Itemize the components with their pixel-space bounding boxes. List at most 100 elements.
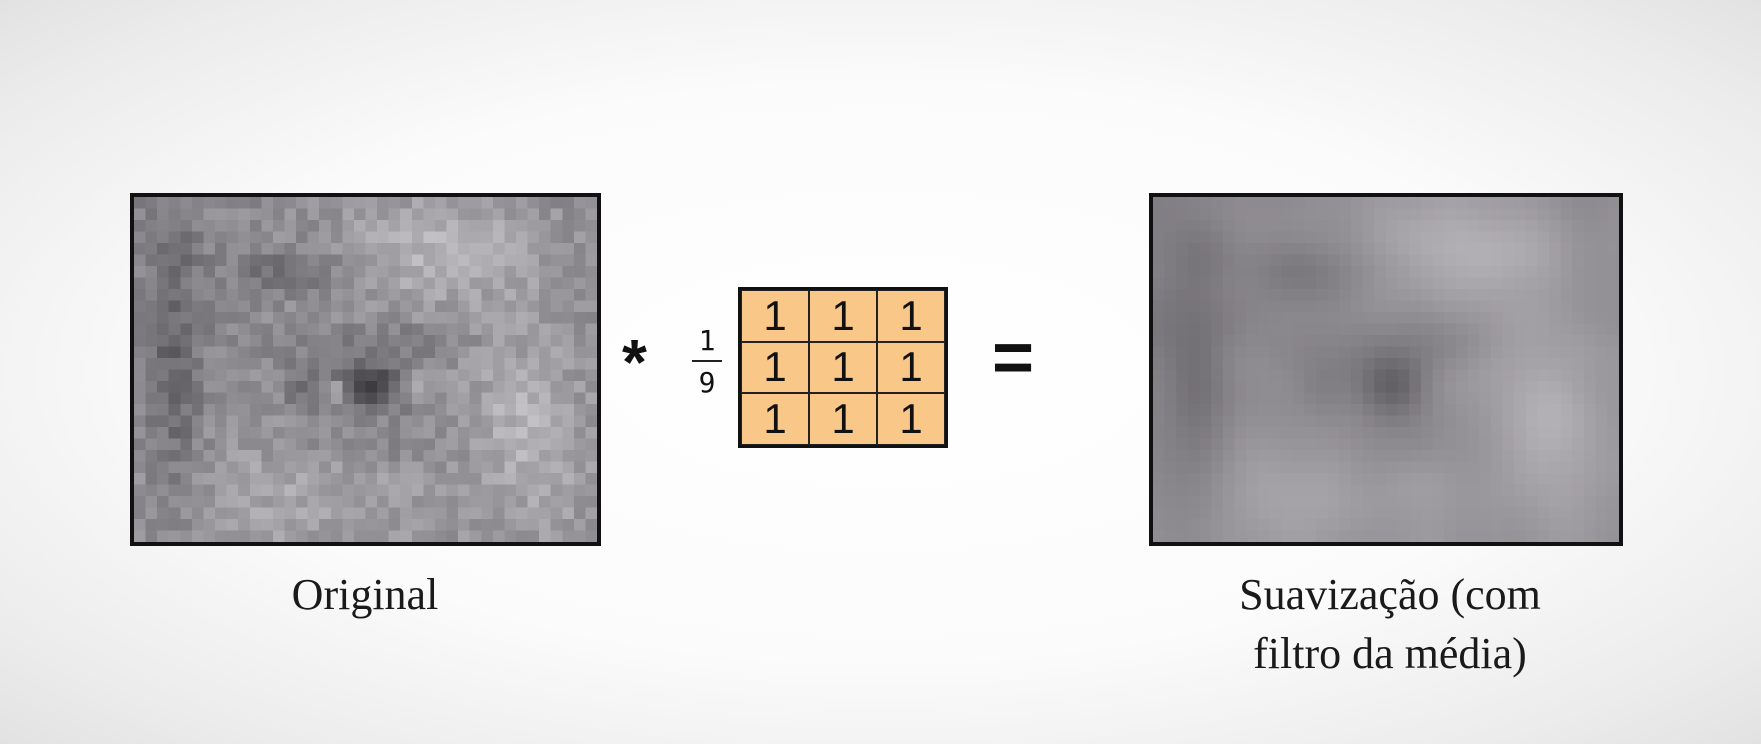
image-pixel (550, 277, 563, 290)
image-pixel (400, 461, 413, 474)
image-pixel (1560, 473, 1573, 486)
image-pixel (1467, 231, 1480, 244)
image-pixel (307, 461, 320, 474)
image-pixel (1502, 381, 1515, 394)
image-pixel (307, 496, 320, 508)
image-pixel (1409, 277, 1422, 290)
image-pixel (342, 496, 355, 508)
image-pixel (1397, 289, 1410, 302)
image-pixel (550, 507, 563, 520)
image-pixel (1409, 450, 1422, 463)
image-pixel (1269, 277, 1282, 290)
image-pixel (215, 369, 227, 382)
image-pixel (1549, 312, 1562, 325)
image-pixel (527, 254, 540, 267)
image-pixel (1572, 369, 1585, 382)
image-pixel (1560, 335, 1573, 348)
image-pixel (1397, 358, 1410, 371)
image-pixel (1444, 415, 1457, 428)
image-pixel (307, 369, 320, 382)
image-pixel (272, 496, 285, 508)
image-pixel (1467, 323, 1480, 336)
image-pixel (330, 358, 343, 370)
image-pixel (573, 266, 586, 278)
image-pixel (400, 300, 413, 313)
image-pixel (1362, 300, 1375, 313)
image-pixel (1339, 450, 1352, 463)
image-pixel (1455, 208, 1469, 221)
image-pixel (539, 312, 551, 324)
image-pixel (191, 484, 204, 497)
image-pixel (1467, 289, 1480, 302)
image-pixel (284, 231, 297, 244)
image-pixel (1584, 277, 1597, 290)
image-pixel (1199, 277, 1212, 290)
image-pixel (388, 450, 401, 462)
image-pixel (1455, 289, 1469, 302)
image-pixel (1409, 438, 1422, 451)
image-pixel (1584, 427, 1597, 440)
image-pixel (1595, 484, 1608, 497)
image-pixel (330, 300, 343, 313)
image-pixel (1222, 450, 1236, 463)
image-pixel (1467, 461, 1480, 474)
image-pixel (342, 254, 355, 267)
image-pixel (1211, 323, 1224, 336)
image-pixel (203, 484, 216, 497)
image-pixel (515, 404, 528, 416)
image-pixel (492, 220, 505, 232)
image-pixel (353, 519, 366, 531)
image-pixel (550, 519, 563, 531)
image-pixel (1572, 266, 1585, 279)
image-pixel (1572, 346, 1585, 359)
image-pixel (1269, 300, 1282, 313)
image-pixel (1607, 438, 1619, 451)
image-pixel (411, 277, 424, 290)
image-pixel (458, 346, 470, 359)
image-pixel (1455, 392, 1469, 405)
image-pixel (527, 208, 540, 221)
image-pixel (1292, 530, 1306, 542)
image-pixel (562, 254, 575, 267)
image-pixel (1455, 231, 1469, 244)
image-pixel (458, 289, 470, 301)
image-pixel (157, 335, 169, 347)
image-pixel (1490, 312, 1504, 325)
image-pixel (1595, 530, 1608, 542)
image-pixel (1316, 369, 1329, 382)
image-pixel (1397, 312, 1410, 325)
image-pixel (1187, 277, 1201, 290)
image-pixel (1502, 530, 1515, 542)
image-pixel (1176, 369, 1189, 382)
image-pixel (377, 404, 389, 416)
image-pixel (1502, 507, 1515, 520)
image-pixel (1269, 335, 1282, 348)
image-pixel (1409, 519, 1422, 532)
image-pixel (1549, 323, 1562, 336)
image-pixel (134, 312, 146, 324)
image-pixel (400, 243, 413, 255)
image-pixel (1502, 450, 1515, 463)
image-pixel (342, 197, 355, 209)
image-pixel (411, 231, 424, 244)
image-pixel (481, 323, 494, 336)
image-pixel (157, 369, 169, 382)
image-pixel (1397, 404, 1410, 417)
image-pixel (1257, 369, 1271, 382)
image-pixel (1479, 312, 1492, 325)
image-pixel (353, 392, 366, 405)
image-pixel (1479, 300, 1492, 313)
image-pixel (1584, 335, 1597, 348)
image-pixel (1327, 289, 1340, 302)
image-pixel (1502, 231, 1515, 244)
image-pixel (145, 461, 158, 474)
image-pixel (1187, 358, 1201, 371)
image-pixel (1479, 243, 1492, 256)
image-pixel (573, 254, 586, 267)
image-pixel (272, 266, 285, 278)
image-pixel (1432, 438, 1445, 451)
image-pixel (365, 473, 378, 485)
image-pixel (434, 438, 447, 451)
image-pixel (319, 427, 332, 439)
image-pixel (1479, 266, 1492, 279)
